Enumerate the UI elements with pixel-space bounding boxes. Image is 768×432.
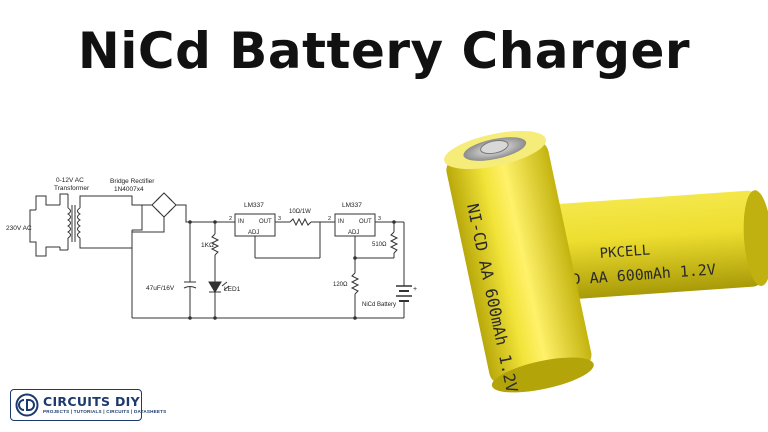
rectifier-label-1: Bridge Rectifier <box>110 178 155 185</box>
battery-front-body <box>444 130 594 393</box>
regulator2-in: IN <box>338 219 344 225</box>
regulator2-pin3: 3 <box>378 216 381 222</box>
regulator1-in: IN <box>238 219 244 225</box>
resistor-510-symbol <box>389 231 399 254</box>
regulator2-label: LM337 <box>342 202 362 209</box>
battery-plus: + <box>413 286 417 293</box>
resistor-1k-symbol <box>210 233 220 256</box>
regulator2-adj: ADJ <box>348 230 359 236</box>
regulator1-pin3: 3 <box>278 216 281 222</box>
battery-back-body <box>527 190 768 302</box>
circuits-diy-logo[interactable]: CIRCUITS DIY PROJECTS | TUTORIALS | CIRC… <box>10 389 166 421</box>
transformer-label-2: Transformer <box>54 185 90 192</box>
regulator2-pin2: 2 <box>328 216 331 222</box>
resistor-510-label: 510Ω <box>372 242 387 248</box>
page-title: NiCd Battery Charger <box>77 22 691 80</box>
rectifier-label-2: 1N4007x4 <box>114 186 144 193</box>
led-label: LED1 <box>224 286 241 293</box>
battery-label: NiCd Battery <box>362 302 396 308</box>
transformer-symbol <box>67 207 71 239</box>
transformer-label-1: 0-12V AC <box>56 177 84 184</box>
ac-plug-symbol <box>29 195 60 257</box>
regulator1-out: OUT <box>259 219 272 225</box>
resistor-10-label: 10Ω/1W <box>289 209 311 215</box>
led-symbol <box>208 281 222 293</box>
regulator1-pin2: 2 <box>229 216 232 222</box>
regulator1-label: LM337 <box>244 202 264 209</box>
regulator1-adj: ADJ <box>248 230 259 236</box>
logo-tagline: PROJECTS | TUTORIALS | CIRCUITS | DATASH… <box>43 409 167 414</box>
resistor-120-label: 120Ω <box>333 282 348 288</box>
resistor-10-symbol <box>289 217 312 227</box>
resistor-120-symbol <box>350 272 360 295</box>
logo-mark-icon <box>15 393 39 417</box>
battery-back-brand: PKCELL <box>599 243 651 262</box>
capacitor-label: 47uF/16V <box>146 285 175 292</box>
resistor-1k-label: 1KΩ <box>201 242 214 249</box>
regulator2-out: OUT <box>359 219 372 225</box>
logo-name: CIRCUITS DIY <box>43 394 140 409</box>
ac-input-label: 230V AC <box>6 225 32 232</box>
